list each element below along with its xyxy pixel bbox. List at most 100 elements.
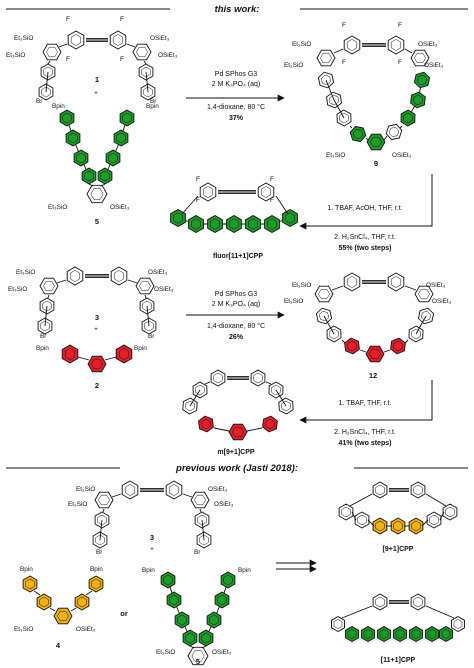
benzene-ring <box>417 307 435 325</box>
benzene-ring <box>372 593 388 611</box>
aromatic-inner <box>195 384 205 396</box>
bond <box>421 519 429 527</box>
aromatic-inner <box>168 484 180 496</box>
bond <box>213 427 230 432</box>
label-osiet3-9a: OSiEt₃ <box>418 41 438 48</box>
yellow-ring <box>74 593 90 611</box>
compound-9-structure <box>316 35 431 151</box>
green-ring <box>207 214 223 234</box>
green-ring <box>264 214 280 234</box>
benzene-ring <box>338 503 354 521</box>
aromatic-inner <box>57 610 69 622</box>
compound-3-structure <box>37 266 157 335</box>
bond <box>201 645 207 649</box>
compound-4-structure <box>22 575 104 625</box>
aromatic-inner <box>40 320 50 332</box>
aromatic-inner <box>43 280 55 292</box>
benzene-ring <box>410 481 426 499</box>
bond <box>331 285 344 291</box>
aromatic-inner <box>253 372 263 384</box>
label-br-3a: Br <box>40 333 47 340</box>
aromatic-inner <box>346 276 358 288</box>
benzene-ring <box>42 43 62 61</box>
benzene-ring <box>139 297 155 315</box>
label-osiet3-1b: OSiEt₃ <box>158 52 178 59</box>
aromatic-inner <box>191 650 205 662</box>
benzene-ring <box>196 531 212 549</box>
label-et3sio-5b: Et₃SiO <box>156 649 175 656</box>
cond-4-line1: 1. TBAF, THF, r.t. <box>338 400 391 407</box>
aromatic-inner <box>199 534 209 546</box>
aromatic-inner <box>41 86 51 98</box>
bond <box>351 511 357 521</box>
aromatic-inner <box>202 186 214 198</box>
bond <box>49 607 56 612</box>
compound-number-5b: 5 <box>196 657 200 666</box>
compound-number-9: 9 <box>374 159 378 168</box>
aromatic-inner <box>197 514 207 526</box>
yellow-ring <box>88 575 104 593</box>
compound-3b-structure <box>92 480 212 549</box>
label-osiet3-4: OSiEt₃ <box>76 626 96 633</box>
aromatic-inner <box>84 170 94 182</box>
product-p111-cpp-name: [11+1]CPP <box>381 657 416 664</box>
label-bpin-5d: Bpin <box>238 567 251 574</box>
aromatic-inner <box>346 39 358 51</box>
bond <box>367 519 375 527</box>
compound-1-structure <box>38 30 156 101</box>
aromatic-inner <box>393 340 403 352</box>
aromatic-inner <box>320 52 332 64</box>
aromatic-inner <box>421 310 431 322</box>
benzene-ring <box>38 83 54 101</box>
or-word: or <box>120 609 128 618</box>
aromatic-inner <box>232 426 244 438</box>
aromatic-inner <box>413 484 423 496</box>
green-ring <box>282 208 298 228</box>
benzene-ring <box>67 30 85 50</box>
green-ring <box>105 149 121 167</box>
aromatic-inner <box>395 629 405 639</box>
bond <box>365 137 369 141</box>
green-ring <box>409 625 423 643</box>
label-bpin-5a: Bpin <box>52 103 65 110</box>
bond <box>204 381 211 385</box>
bond <box>323 315 335 335</box>
aromatic-inner <box>390 276 402 288</box>
bond <box>439 511 445 521</box>
aromatic-inner <box>173 212 183 224</box>
benzene-ring <box>190 491 210 509</box>
compound-number-2: 2 <box>95 381 99 390</box>
bond <box>102 508 105 513</box>
aromatic-inner <box>393 520 403 532</box>
green-ring <box>73 149 89 167</box>
green-ring <box>393 625 407 643</box>
green-ring <box>439 625 453 643</box>
bond <box>341 339 346 344</box>
aromatic-inner <box>185 632 195 644</box>
label-br-1b: Br <box>150 98 157 105</box>
reaction-arrow-2 <box>299 174 433 230</box>
aromatic-inner <box>411 629 421 639</box>
label-f-9b: F <box>398 22 402 29</box>
benzene-ring <box>138 63 154 81</box>
label-f-fb: F <box>270 176 274 183</box>
header-this-work: this work: <box>215 4 260 15</box>
cond-1-line2: 2 M K₃PO₄ (aq) <box>212 81 261 88</box>
aromatic-inner <box>64 348 76 360</box>
benzene-ring <box>354 511 370 529</box>
yellow-ring <box>372 517 388 535</box>
label-br-3b: Br <box>148 333 155 340</box>
green-ring <box>214 591 230 609</box>
benzene-ring <box>94 491 114 509</box>
benzene-ring <box>314 285 334 303</box>
benzene-ring <box>92 531 108 549</box>
bond <box>33 590 41 596</box>
red-ring <box>228 423 248 441</box>
red-ring <box>262 415 278 433</box>
benzene-ring <box>343 35 361 55</box>
bond <box>47 60 51 65</box>
benzene-ring <box>278 397 294 415</box>
green-ring <box>206 611 222 629</box>
compound-number-3: 3 <box>95 313 99 322</box>
